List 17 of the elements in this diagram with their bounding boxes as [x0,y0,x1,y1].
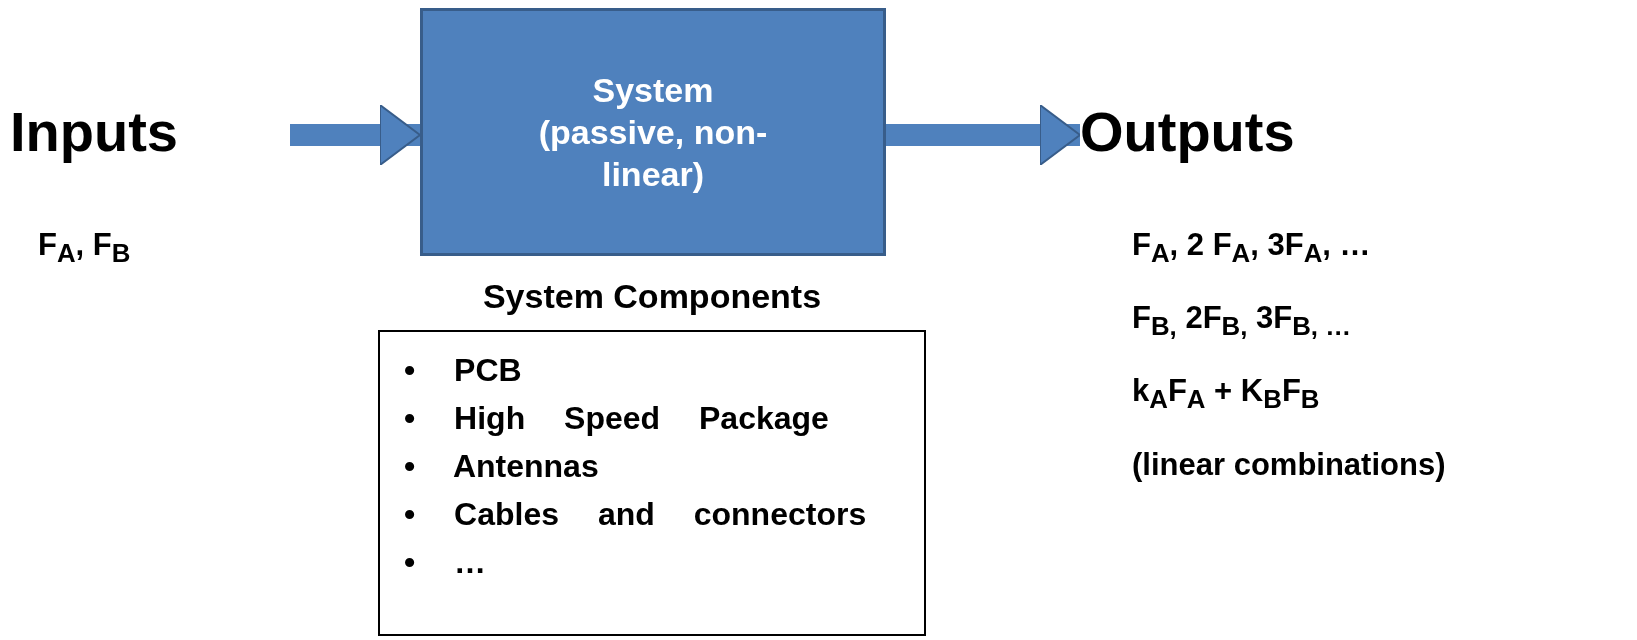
system-box [420,8,886,256]
list-item: • Cables and connectors [404,495,868,534]
list-item: • PCB [404,351,523,390]
list-item: • … [404,543,488,582]
frequency-text: k$_{A}$F$_{A}$ + K$_{B}$F$_{B}$ [1132,372,1320,416]
heading-text: Outputs [1080,100,1295,164]
frequency-text: F$_{A}$, 2 F$_{A}$, 3F$_{A}$, … [1132,226,1371,270]
block-arrow [290,104,421,166]
system-label: System (passive, non-linear) [538,70,768,195]
heading-text: Inputs [10,100,178,164]
list-item: • High Speed Package [404,399,830,438]
frequency-text: (linear combinations) [1132,445,1446,484]
frequency-text: F$_{A}$, F$_{B}$ [38,226,131,270]
list-heading: System Components [481,276,823,317]
block-arrow [886,104,1081,166]
frequency-text: F$_{B,}$ 2F$_{B,}$ 3F$_{B, …}$ [1132,299,1352,343]
list-item: • Antennas [404,447,600,486]
